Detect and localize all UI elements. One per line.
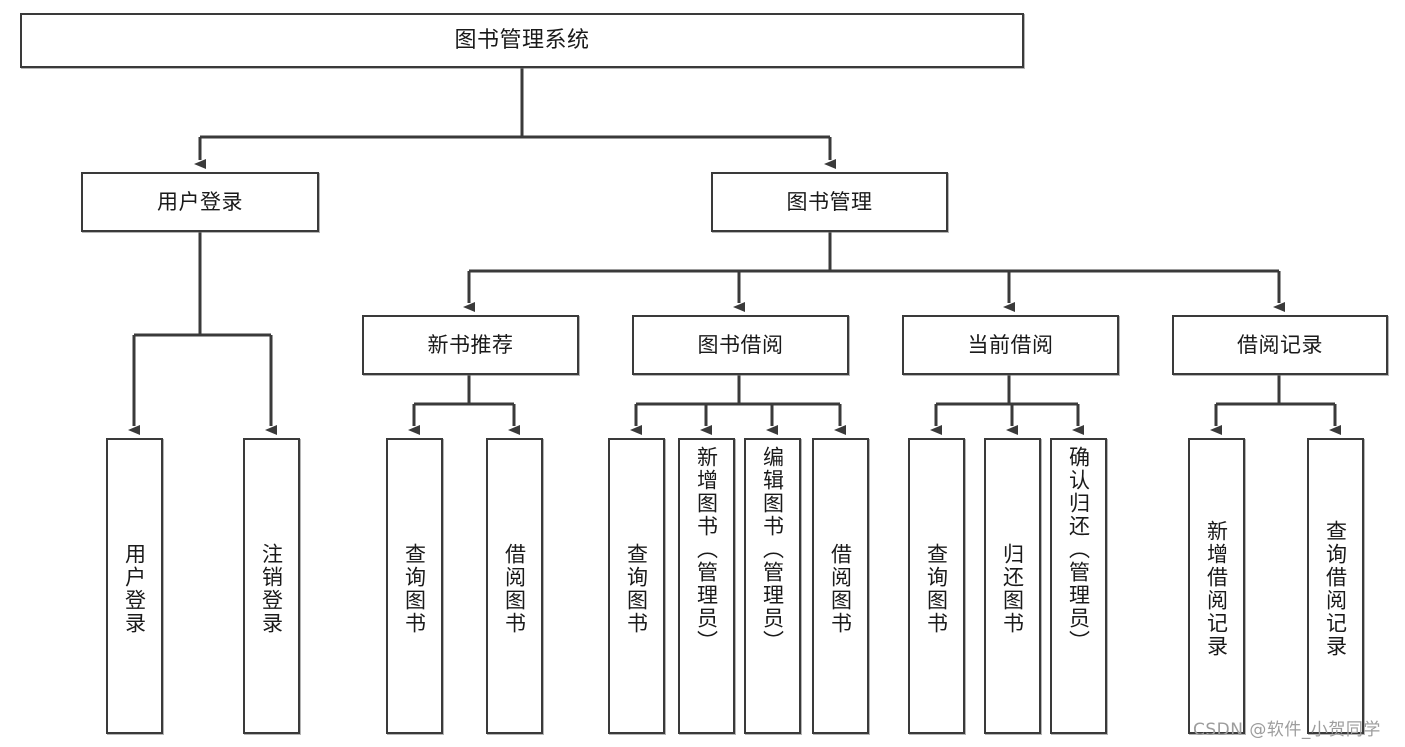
leaf-query-book[interactable]: 查询图书 — [608, 438, 665, 734]
leaf-query-book-rec-label: 查询图书 — [402, 543, 427, 635]
node-current-borrow[interactable]: 当前借阅 — [902, 315, 1119, 375]
node-book-manage[interactable]: 图书管理 — [711, 172, 948, 232]
leaf-add-record-label: 新增借阅记录 — [1204, 520, 1229, 658]
leaf-add-book[interactable]: 新增图书（管理员） — [678, 438, 735, 734]
leaf-return-book-label: 归还图书 — [1000, 543, 1025, 635]
leaf-logout-label: 注销登录 — [259, 543, 284, 635]
node-root[interactable]: 图书管理系统 — [20, 13, 1024, 68]
leaf-edit-book-label: 编辑图书（管理员） — [760, 446, 785, 653]
leaf-add-record[interactable]: 新增借阅记录 — [1188, 438, 1245, 734]
leaf-add-book-label: 新增图书（管理员） — [694, 446, 719, 653]
node-user-login[interactable]: 用户登录 — [81, 172, 319, 232]
node-borrow-record-label: 借阅记录 — [1237, 332, 1323, 357]
leaf-borrow-book[interactable]: 借阅图书 — [812, 438, 869, 734]
leaf-borrow-book-rec[interactable]: 借阅图书 — [486, 438, 543, 734]
leaf-query-record[interactable]: 查询借阅记录 — [1307, 438, 1364, 734]
node-user-login-label: 用户登录 — [157, 189, 243, 214]
node-book-borrow-label: 图书借阅 — [697, 332, 784, 357]
leaf-user-login-label: 用户登录 — [122, 543, 147, 635]
leaf-return-book[interactable]: 归还图书 — [984, 438, 1041, 734]
leaf-borrow-book-rec-label: 借阅图书 — [502, 543, 527, 635]
leaf-query-record-label: 查询借阅记录 — [1323, 520, 1348, 658]
leaf-edit-book[interactable]: 编辑图书（管理员） — [744, 438, 801, 734]
leaf-query-book-cur-label: 查询图书 — [924, 543, 949, 635]
leaf-borrow-book-label: 借阅图书 — [828, 543, 853, 635]
node-new-book-rec-label: 新书推荐 — [427, 332, 514, 357]
node-new-book-rec[interactable]: 新书推荐 — [362, 315, 579, 375]
leaf-confirm-return-label: 确认归还（管理员） — [1066, 446, 1091, 653]
leaf-query-book-cur[interactable]: 查询图书 — [908, 438, 965, 734]
node-book-borrow[interactable]: 图书借阅 — [632, 315, 849, 375]
leaf-logout[interactable]: 注销登录 — [243, 438, 300, 734]
node-root-label: 图书管理系统 — [454, 27, 590, 53]
node-book-manage-label: 图书管理 — [786, 189, 873, 214]
csdn-watermark: CSDN @软件_小贺同学 — [1193, 720, 1381, 740]
leaf-confirm-return[interactable]: 确认归还（管理员） — [1050, 438, 1107, 734]
node-current-borrow-label: 当前借阅 — [967, 332, 1054, 357]
leaf-user-login[interactable]: 用户登录 — [106, 438, 163, 734]
leaf-query-book-rec[interactable]: 查询图书 — [386, 438, 443, 734]
leaf-query-book-label: 查询图书 — [624, 543, 649, 635]
node-borrow-record[interactable]: 借阅记录 — [1172, 315, 1388, 375]
